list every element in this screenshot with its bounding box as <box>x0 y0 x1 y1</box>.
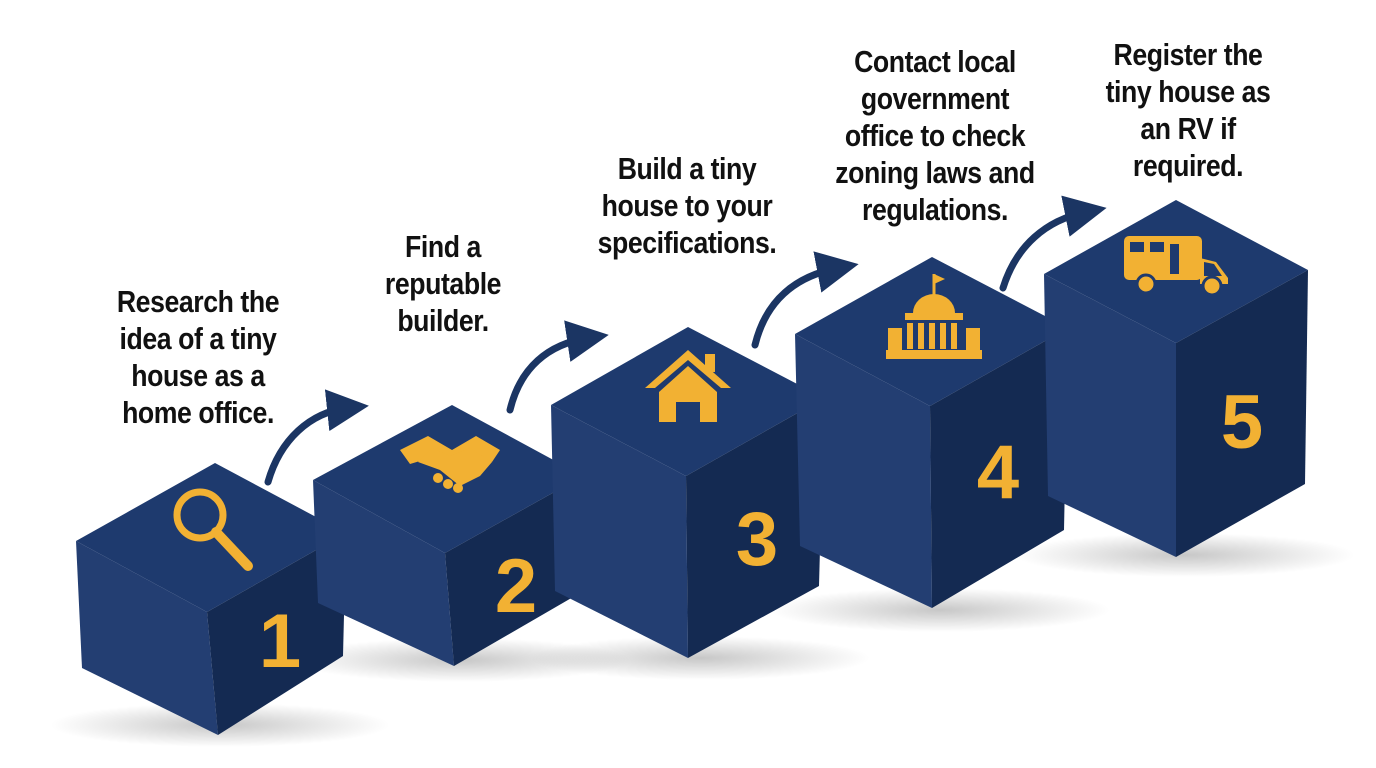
step-number-1: 1 <box>259 599 301 684</box>
step-2-text: Find a reputable builder. <box>384 229 502 338</box>
rv-icon <box>1124 236 1228 297</box>
step-1-text: Research the idea of a tiny house as a h… <box>116 284 280 430</box>
step-cube-3: 3 <box>551 327 824 658</box>
step-4-text: Contact local government office to check… <box>835 44 1035 227</box>
step-cube-2: 2 <box>313 405 583 666</box>
arrow-2-to-3 <box>506 320 609 414</box>
step-number-3: 3 <box>736 497 778 582</box>
handshake-icon <box>400 436 500 493</box>
house-icon <box>645 350 731 422</box>
step-cube-5: 5 <box>1044 200 1308 557</box>
magnifying-glass-icon <box>173 488 253 571</box>
arrow-3-to-4 <box>751 251 859 349</box>
arrow-4-to-5 <box>999 195 1107 292</box>
step-cube-4: 4 <box>795 257 1068 608</box>
step-number-4: 4 <box>977 430 1019 515</box>
government-building-icon <box>886 274 982 359</box>
step-3-text: Build a tiny house to your specification… <box>597 151 777 260</box>
step-cube-1: 1 <box>76 463 346 735</box>
arrow-1-to-2 <box>264 389 369 486</box>
step-number-2: 2 <box>495 544 537 629</box>
step-number-5: 5 <box>1221 380 1263 465</box>
connector-arrows <box>264 195 1107 486</box>
cube-shadows <box>50 533 1355 747</box>
step-5-text: Register the tiny house as an RV if requ… <box>1105 37 1271 183</box>
